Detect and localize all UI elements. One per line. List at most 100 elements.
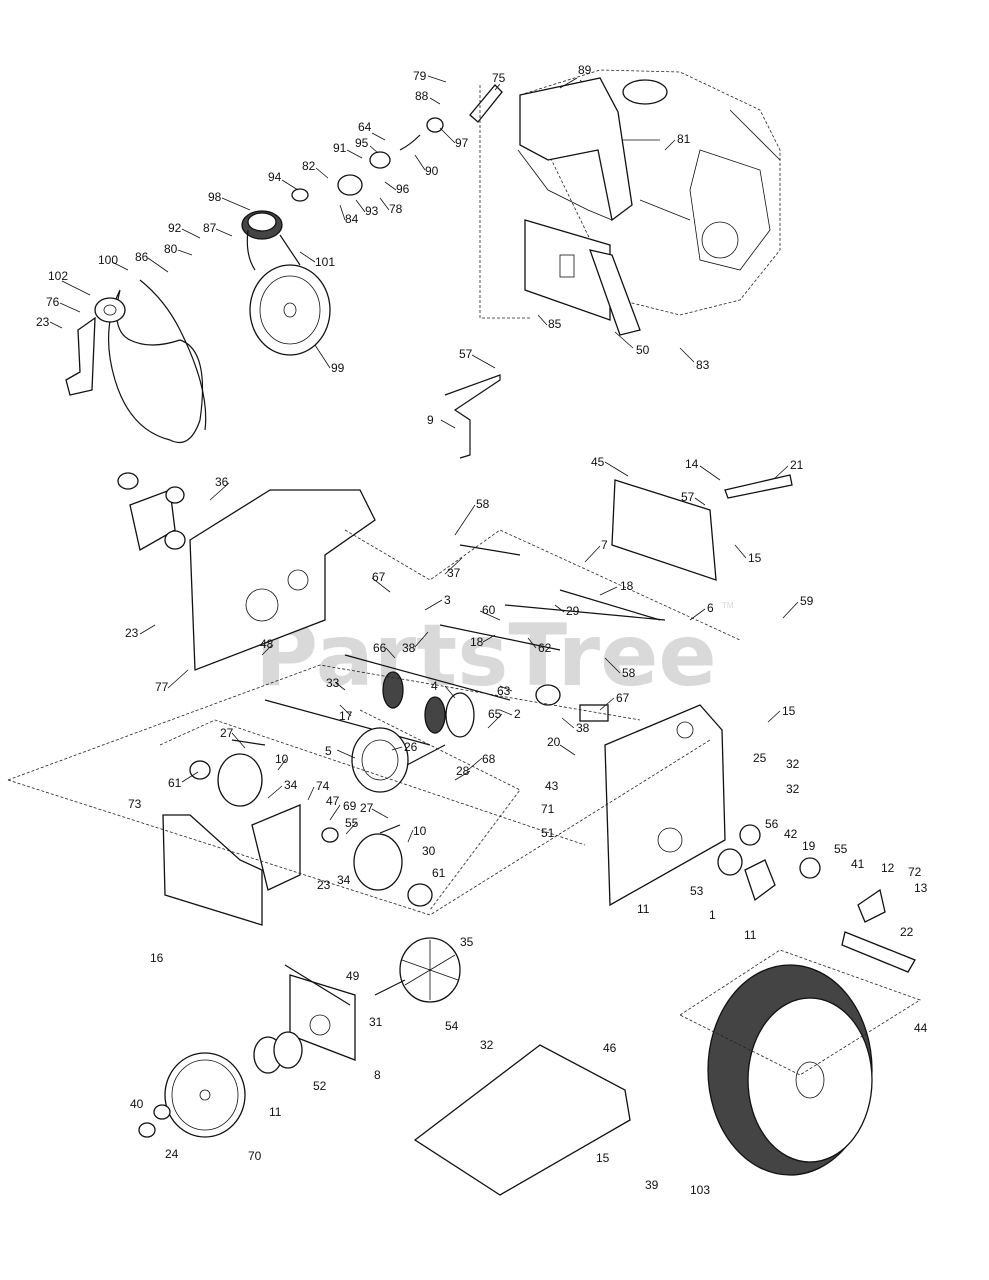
part-label: 46 [603,1041,617,1055]
part-label: 62 [538,641,552,655]
part-label: 12 [881,861,895,875]
part-label: 95 [355,136,369,150]
part-label: 77 [155,680,169,694]
part-label: 15 [596,1151,610,1165]
part-label: 72 [908,865,922,879]
part-label: 30 [422,844,436,858]
part-label: 67 [616,691,630,705]
shift-rod [724,474,793,499]
part-label: 25 [753,751,767,765]
part-label: 65 [488,707,502,721]
mounting-plate [524,219,641,336]
part-label: 47 [326,794,340,808]
part-label: 52 [313,1079,327,1093]
part-label: 92 [168,221,182,235]
part-label: 100 [98,253,118,267]
part-label: 81 [677,132,691,146]
part-label: 32 [786,757,800,771]
part-label: 85 [548,317,562,331]
part-label: 54 [445,1019,459,1033]
part-label: 10 [413,824,427,838]
part-label: 34 [284,778,298,792]
wheel-tire [679,949,921,1176]
part-label: 49 [346,969,360,983]
part-label: 15 [748,551,762,565]
gears-sprockets [189,671,609,907]
part-label: 28 [456,764,470,778]
part-label: 61 [168,776,182,790]
part-label: 70 [248,1149,262,1163]
part-label: 34 [337,873,351,887]
part-label: 16 [150,951,164,965]
part-label: 37 [447,566,461,580]
drive-pulley-assembly [65,84,503,444]
part-label: 58 [476,497,490,511]
part-label: 63 [497,684,511,698]
part-label: 3 [444,593,451,607]
left-bracket-and-housing [162,804,356,1061]
part-label: 67 [372,570,386,584]
part-label: 69 [343,799,357,813]
part-label: 102 [48,269,68,283]
part-label: 9 [427,413,434,427]
part-label: 57 [459,347,473,361]
engine [519,69,781,316]
part-label: 76 [46,295,60,309]
part-label: 36 [215,475,229,489]
part-label: 53 [690,884,704,898]
part-label: 31 [369,1015,383,1029]
part-label: 51 [541,826,555,840]
part-label: 56 [765,817,779,831]
part-label: 39 [645,1178,659,1192]
part-label: 93 [365,204,379,218]
part-label: 10 [275,752,289,766]
part-label: 66 [373,641,387,655]
part-label: 86 [135,250,149,264]
part-label: 57 [681,490,695,504]
part-label: 103 [690,1183,710,1197]
part-label: 19 [802,839,816,853]
part-label: 83 [696,358,710,372]
part-label: 55 [345,816,359,830]
part-label: 43 [545,779,559,793]
part-label: 74 [316,779,330,793]
part-label: 89 [578,63,592,77]
part-label: 97 [455,136,469,150]
part-label: 33 [326,676,340,690]
part-label: 18 [470,635,484,649]
part-label: 71 [541,802,555,816]
part-label: 24 [165,1147,179,1161]
part-label: 99 [331,361,345,375]
part-label: 11 [637,902,650,916]
shift-lever [444,374,501,459]
part-label: 15 [782,704,796,718]
auger-pulley [138,1031,303,1138]
assembly-guide-lines [7,85,741,916]
part-label: 11 [744,928,757,942]
part-label: 61 [432,866,446,880]
skid-plate [413,1044,631,1196]
part-label: 17 [339,709,353,723]
part-label: 88 [415,89,429,103]
part-label: 44 [914,1021,928,1035]
part-label: 59 [800,594,814,608]
part-label: 8 [374,1068,381,1082]
part-label: 40 [130,1097,144,1111]
part-label: 41 [851,857,865,871]
part-label: 23 [36,315,50,329]
part-label: 58 [622,666,636,680]
part-label: 91 [333,141,347,155]
left-side-frame [117,472,376,671]
part-label: 22 [900,925,914,939]
part-label: 96 [396,182,410,196]
part-label: 11 [269,1105,282,1119]
part-label: 21 [790,458,804,472]
part-label: 79 [413,69,427,83]
part-label: 1 [709,908,716,922]
part-label: 29 [566,604,580,618]
part-label: 7 [601,538,608,552]
watermark-trademark: TM [722,601,734,610]
belt-cover [517,77,633,222]
part-label: 6 [707,601,714,615]
